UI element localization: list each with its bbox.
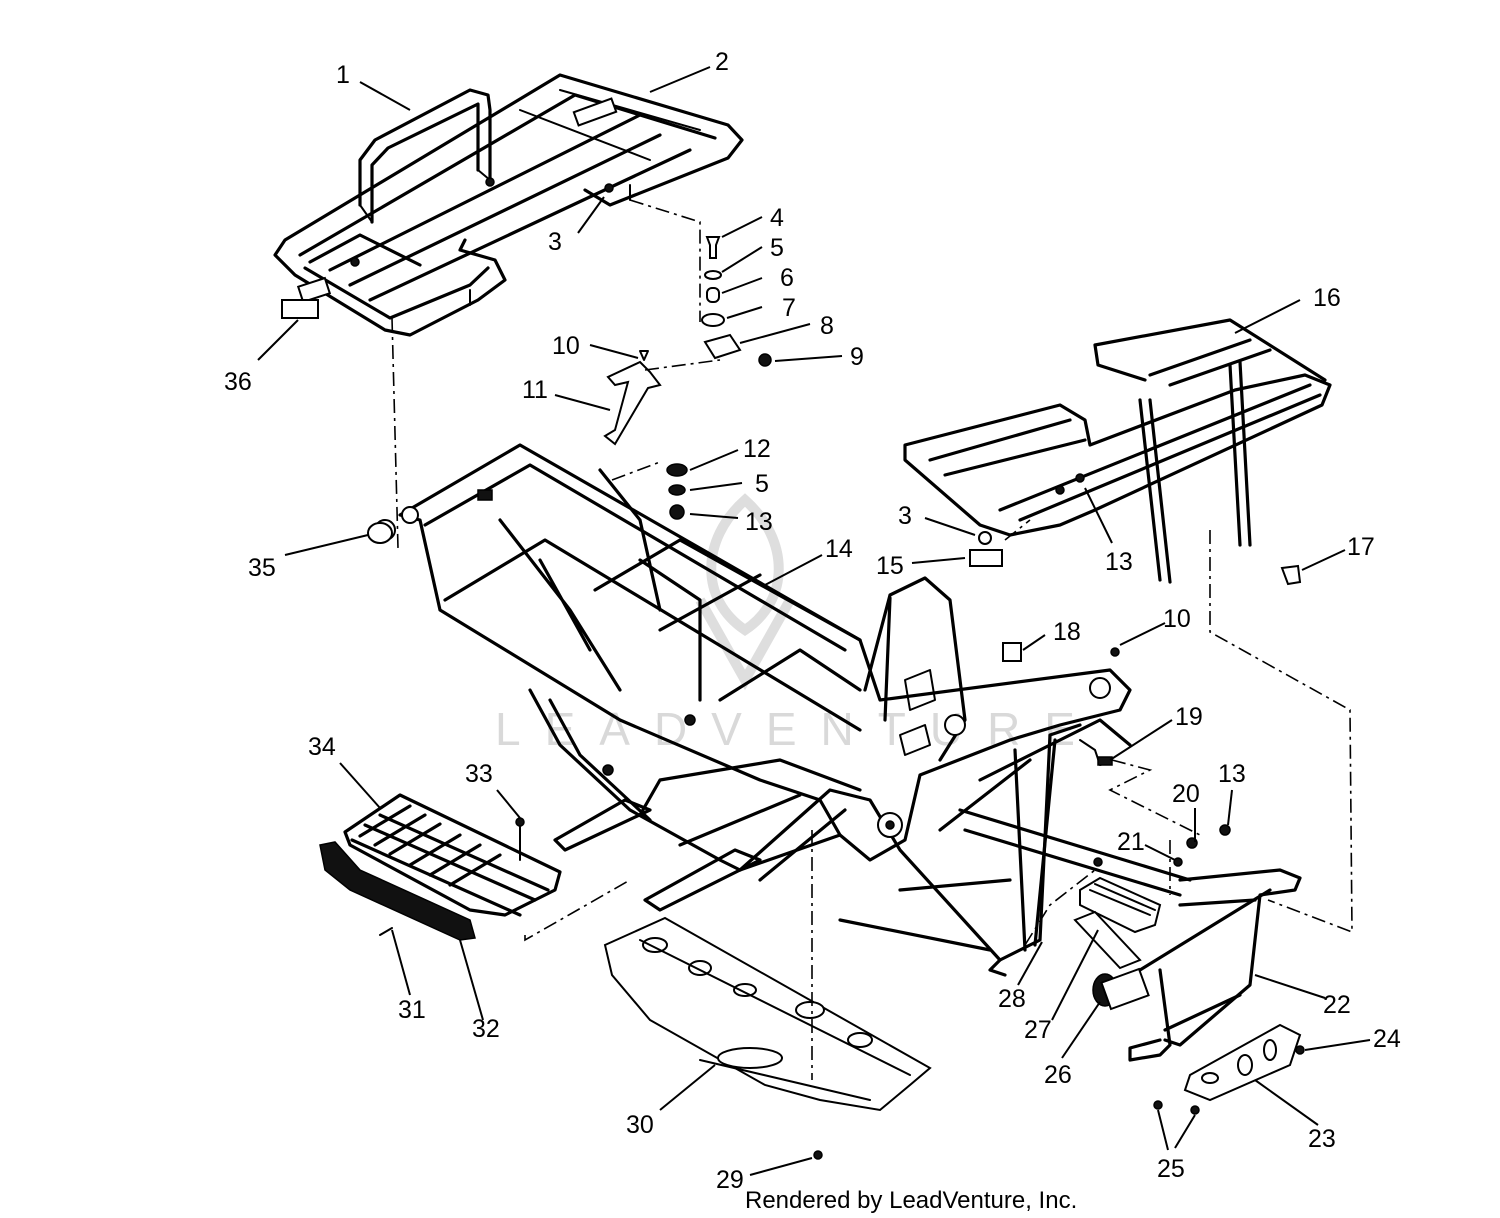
- callout-26: 26: [1044, 1061, 1072, 1089]
- callout-13c: 13: [1218, 760, 1246, 788]
- mount-hardware: [603, 236, 1120, 657]
- callout-32: 32: [472, 1015, 500, 1043]
- callout-4: 4: [770, 204, 784, 232]
- callout-27: 27: [1024, 1016, 1052, 1044]
- callout-28: 28: [998, 985, 1026, 1013]
- main-frame: [374, 443, 1192, 977]
- callout-15: 15: [876, 552, 904, 580]
- floor-rack: [319, 793, 562, 941]
- callout-21: 21: [1117, 828, 1145, 856]
- watermark-logo: [695, 493, 795, 691]
- rendered-by-credit: Rendered by LeadVenture, Inc.: [745, 1187, 1077, 1214]
- callout-29: 29: [716, 1166, 744, 1194]
- assembly-lines: [391, 199, 1353, 1080]
- callout-2: 2: [715, 48, 729, 76]
- callout-33: 33: [465, 760, 493, 788]
- callout-1: 1: [336, 61, 350, 89]
- skid-plate: [603, 916, 932, 1160]
- callout-36: 36: [224, 368, 252, 396]
- callout-labels: 1 2 3 4 5 6 7 8 9 10 11 35 12 5 13 36 16…: [224, 48, 1401, 1194]
- callout-22: 22: [1323, 991, 1351, 1019]
- callout-13: 13: [745, 508, 773, 536]
- footrest-assembly: [1073, 857, 1162, 1011]
- callout-19: 19: [1175, 703, 1203, 731]
- bracket-parts: [1079, 739, 1198, 867]
- callout-25: 25: [1157, 1155, 1185, 1183]
- callout-10: 10: [552, 332, 580, 360]
- callout-35: 35: [248, 554, 276, 582]
- callout-30: 30: [626, 1111, 654, 1139]
- front-rack: [903, 318, 1332, 584]
- callout-8: 8: [820, 312, 834, 340]
- callout-31: 31: [398, 996, 426, 1024]
- callout-9: 9: [850, 343, 864, 371]
- callout-5: 5: [770, 234, 784, 262]
- callout-3: 3: [548, 228, 562, 256]
- leader-lines: [257, 66, 1371, 1176]
- callout-24: 24: [1373, 1025, 1401, 1053]
- rear-rack: [273, 73, 744, 337]
- callout-34: 34: [308, 733, 336, 761]
- callout-5b: 5: [755, 470, 769, 498]
- callout-18: 18: [1053, 618, 1081, 646]
- callout-6: 6: [780, 264, 794, 292]
- callout-14: 14: [825, 535, 853, 563]
- callout-17: 17: [1347, 533, 1375, 561]
- front-bumper: [1128, 868, 1305, 1115]
- small-parts: [281, 183, 1302, 836]
- callout-16: 16: [1313, 284, 1341, 312]
- callout-23: 23: [1308, 1125, 1336, 1153]
- callout-11: 11: [522, 376, 548, 404]
- callout-20: 20: [1172, 780, 1200, 808]
- callout-7: 7: [782, 294, 796, 322]
- callout-10b: 10: [1163, 605, 1191, 633]
- watermark-text: LEADVENTURE: [495, 703, 1099, 755]
- callout-3b: 3: [898, 502, 912, 530]
- callout-12: 12: [743, 435, 771, 463]
- callout-13b: 13: [1105, 548, 1133, 576]
